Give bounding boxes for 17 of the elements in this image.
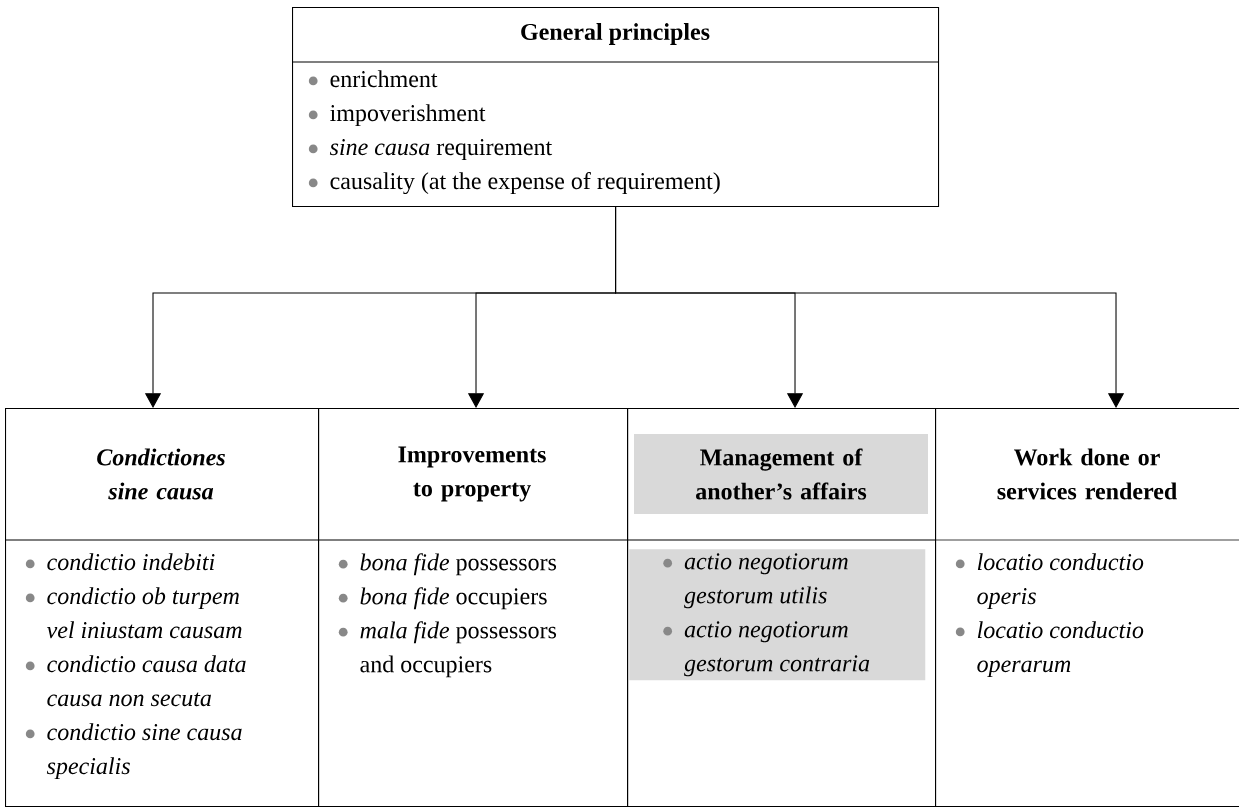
arrow — [615, 206, 1125, 408]
list-item: sine causa requirement — [308, 139, 553, 160]
heading: General principles — [521, 23, 710, 45]
list-item: causality (at the expense of requirement) — [308, 172, 720, 195]
list-item: impoverishment — [308, 104, 486, 126]
list-item: enrichment — [308, 70, 438, 88]
column-heading: Condictiones sine causa — [97, 448, 225, 500]
list-item: bona fide possessors — [338, 553, 557, 576]
list-item: mala fide possessors and occupiers — [338, 621, 557, 678]
column-heading: Management of another’s affairs — [634, 434, 928, 514]
list-item: condictio indebiti — [25, 553, 215, 571]
column-heading: Work done or services rendered — [997, 448, 1177, 500]
list-item: actio negotiorum gestorum contraria — [663, 621, 870, 677]
list-item: locatio conductio operarum — [955, 621, 1144, 678]
list-item: condictio sine causa specialis — [25, 723, 242, 780]
list-item: bona fide occupiers — [338, 587, 547, 610]
column-heading: Improvements to property — [398, 446, 546, 502]
